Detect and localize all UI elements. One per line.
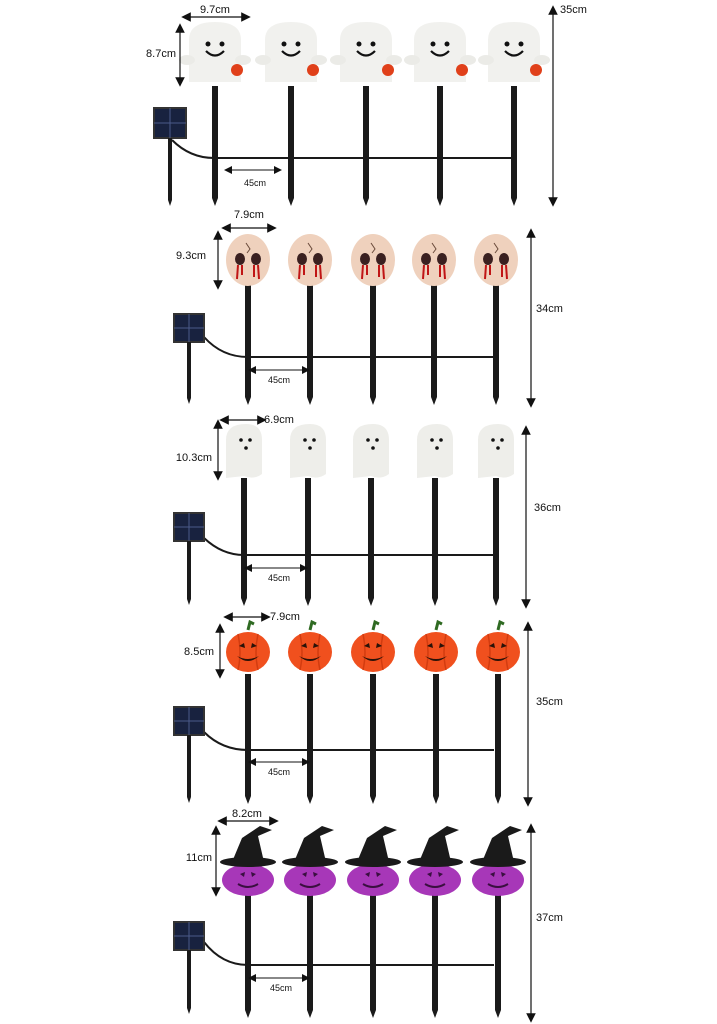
solar-panel [153, 107, 187, 206]
total-height-label: 37cm [536, 912, 563, 924]
product-row-doll: 7.9cm 9.3cm 45cm 34cm [0, 205, 717, 410]
spacing-label: 45cm [268, 767, 291, 777]
width-label: 7.9cm [234, 209, 264, 221]
ghost-plain-light [478, 424, 514, 478]
spacing-label: 45cm [268, 375, 291, 385]
spacing-label: 45cm [268, 573, 291, 583]
total-height-label: 35cm [560, 4, 587, 16]
width-label: 8.2cm [232, 808, 262, 820]
ghost-plain-light [226, 424, 262, 478]
product-row-ghost-plain: 6.9cm 10.3cm 45cm 36cm [0, 410, 717, 610]
ghost-smile-light [478, 22, 550, 82]
witch-pumpkin-light [470, 826, 526, 896]
spacing-label: 45cm [244, 178, 267, 188]
pumpkin-light [288, 619, 332, 672]
solar-panel [173, 313, 205, 404]
width-label: 7.9cm [270, 611, 300, 623]
witch-pumpkin-light [407, 826, 463, 896]
ghost-plain-light [353, 424, 389, 478]
witch-pumpkin-light [345, 826, 401, 896]
doll-head-light [226, 234, 270, 286]
row-ghost-plain-graphic [173, 415, 531, 609]
witch-pumpkin-light [220, 826, 276, 896]
witch-pumpkin-light [282, 826, 338, 896]
product-row-witch: 8.2cm 11cm 45cm 37cm [0, 808, 717, 1024]
spacing-label: 45cm [270, 983, 293, 993]
width-label: 6.9cm [264, 414, 294, 426]
row-ghost-smile-graphic [153, 5, 558, 207]
product-row-ghost-smile: 9.7cm 8.7cm 45cm 35cm [0, 0, 717, 210]
height-label: 8.7cm [146, 48, 176, 60]
pumpkin-light [226, 619, 270, 672]
row-doll-graphic [173, 223, 536, 408]
doll-head-light [474, 234, 518, 286]
width-label: 9.7cm [200, 4, 230, 16]
total-height-label: 36cm [534, 502, 561, 514]
height-label: 10.3cm [175, 452, 212, 464]
ghost-plain-light [417, 424, 453, 478]
height-label: 9.3cm [176, 250, 206, 262]
pumpkin-light [476, 619, 520, 672]
solar-panel [173, 921, 205, 1014]
doll-head-light [351, 234, 395, 286]
doll-head-light [412, 234, 456, 286]
pumpkin-light [351, 619, 395, 672]
ghost-smile-light [330, 22, 402, 82]
ghost-plain-light [290, 424, 326, 478]
height-label: 11cm [185, 852, 212, 864]
row-pumpkin-graphic [173, 612, 533, 807]
ghost-smile-light [404, 22, 476, 82]
solar-panel [173, 706, 205, 803]
total-height-label: 35cm [536, 696, 563, 708]
height-label: 8.5cm [184, 646, 214, 658]
row-witch-graphic [173, 816, 536, 1023]
solar-panel [173, 512, 205, 605]
pumpkin-light [414, 619, 458, 672]
ghost-smile-light [179, 22, 251, 82]
doll-head-light [288, 234, 332, 286]
ghost-smile-light [255, 22, 327, 82]
product-row-pumpkin: 7.9cm 8.5cm 45cm 35cm [0, 610, 717, 810]
total-height-label: 34cm [536, 303, 563, 315]
